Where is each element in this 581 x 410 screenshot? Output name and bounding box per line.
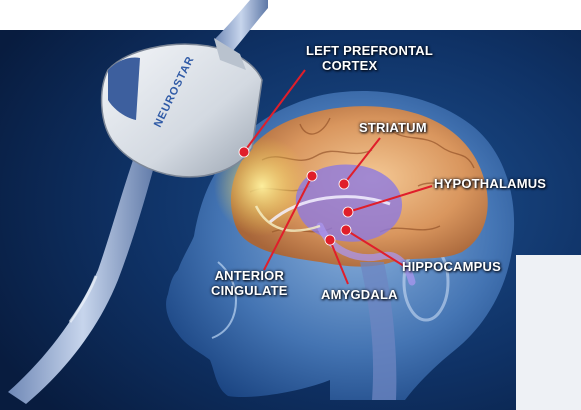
marker-anterior-cingulate bbox=[307, 171, 317, 181]
marker-striatum bbox=[339, 179, 349, 189]
label-anterior-cingulate-line2: CINGULATE bbox=[211, 283, 288, 298]
label-left-prefrontal-cortex: LEFT PREFRONTAL CORTEX bbox=[306, 43, 433, 73]
label-hippocampus: HIPPOCAMPUS bbox=[402, 259, 501, 274]
label-amygdala: AMYGDALA bbox=[321, 287, 398, 302]
label-left-prefrontal-line1: LEFT PREFRONTAL bbox=[306, 43, 433, 58]
marker-amygdala bbox=[325, 235, 335, 245]
label-striatum: STRIATUM bbox=[359, 120, 427, 135]
label-anterior-cingulate: ANTERIOR CINGULATE bbox=[211, 268, 288, 298]
corner-panel bbox=[516, 255, 581, 410]
marker-hypothalamus bbox=[343, 207, 353, 217]
label-hypothalamus: HYPOTHALAMUS bbox=[434, 176, 546, 191]
label-anterior-cingulate-line1: ANTERIOR bbox=[211, 268, 288, 283]
top-white-band bbox=[0, 0, 581, 30]
label-left-prefrontal-line2: CORTEX bbox=[306, 58, 433, 73]
marker-left-prefrontal-cortex bbox=[239, 147, 249, 157]
marker-hippocampus bbox=[341, 225, 351, 235]
